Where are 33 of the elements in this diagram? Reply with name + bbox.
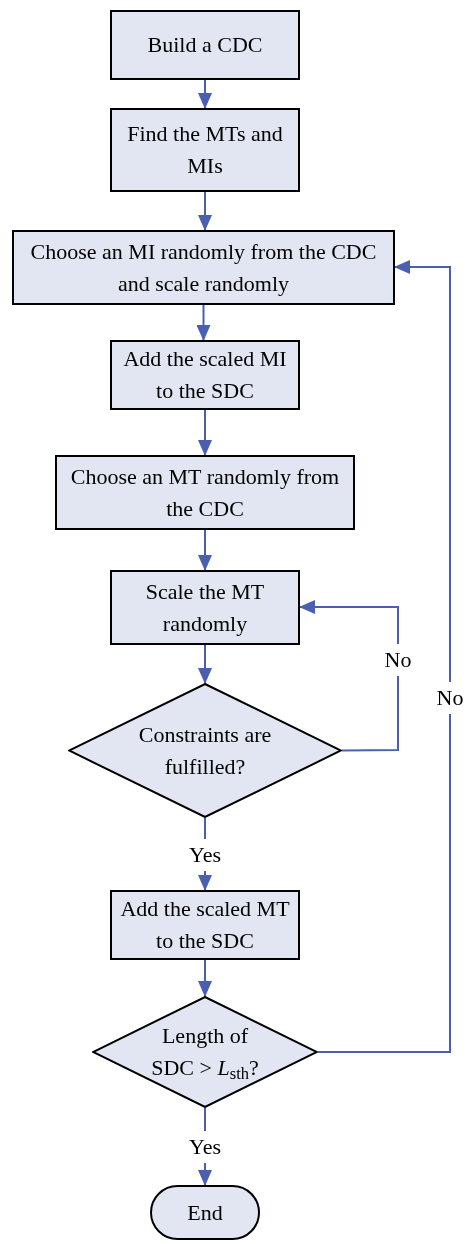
process-box (110, 10, 300, 80)
process-box (110, 340, 300, 410)
terminal-box (150, 1185, 260, 1240)
arrow (198, 191, 212, 231)
edge-label: Yes (187, 1131, 223, 1163)
arrow (198, 79, 212, 109)
node-text: Scale the MT randomly (144, 577, 266, 638)
process-box (12, 230, 395, 305)
process-box (55, 455, 355, 530)
arrow (299, 600, 399, 752)
process-box (110, 890, 300, 960)
arrow (198, 529, 212, 571)
process-box (110, 108, 300, 192)
decision-diamond (92, 996, 318, 1108)
node-text: Find the MTs and MIs (126, 120, 284, 180)
edge-label: No (434, 682, 466, 714)
node-text: Add the scaled MT to the SDC (119, 895, 291, 955)
edge-label: Yes (187, 839, 223, 871)
node-text: Length of SDC > L$_{sth}$? (150, 1022, 260, 1084)
node-text: Constraints are fulfilled? (137, 720, 273, 781)
edge-label: No (382, 644, 414, 676)
arrow (198, 644, 212, 684)
process-box (110, 570, 300, 645)
node-text: Add the scaled MI to the SDC (122, 345, 288, 405)
node-text: Choose an MI randomly from the CDC and scale randomly (29, 237, 378, 298)
node-text: End (186, 1198, 224, 1227)
node-text: Choose an MT randomly from the CDC (69, 462, 341, 523)
arrow (198, 959, 212, 997)
arrow (317, 260, 451, 1053)
arrow (198, 409, 212, 456)
decision-diamond (68, 683, 342, 818)
arrow (196, 304, 211, 341)
node-text: Build a CDC (146, 31, 264, 59)
